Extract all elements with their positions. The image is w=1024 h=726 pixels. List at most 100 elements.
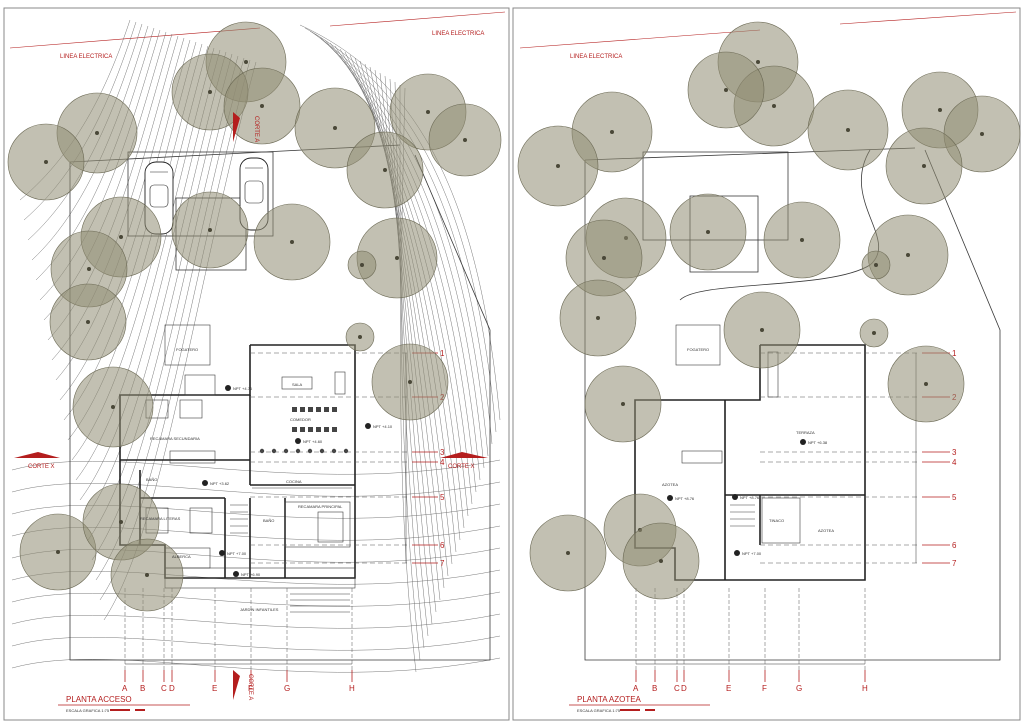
tree-trunk	[756, 60, 760, 64]
dining-chairs	[259, 407, 349, 454]
contour-line	[11, 613, 501, 629]
grid-column-label: H	[349, 684, 355, 693]
tree-trunk	[621, 402, 625, 406]
tree-trunk	[596, 316, 600, 320]
room-label-bano: BAÑO	[263, 518, 274, 523]
tree-trunk	[360, 263, 364, 267]
tree-trunk	[772, 104, 776, 108]
tree-trunk	[800, 238, 804, 242]
svg-text:NPT +6.38: NPT +6.38	[808, 440, 828, 445]
section-mark-corte-x-right: CORTE X	[440, 452, 488, 470]
grid-column-label: B	[652, 684, 657, 693]
tree-trunk	[938, 108, 942, 112]
car-right	[239, 157, 269, 231]
tree-trunk	[333, 126, 337, 130]
dining-chair	[316, 427, 321, 432]
room-label-comedor: COMEDOR	[290, 417, 311, 422]
tree-trunk	[659, 559, 663, 563]
dining-chair	[292, 427, 297, 432]
svg-text:CORTE A: CORTE A	[247, 674, 253, 700]
stool	[343, 448, 349, 454]
dining-chair	[324, 427, 329, 432]
contour-line	[11, 503, 501, 519]
trees-layer	[7, 21, 1021, 612]
tree-trunk	[463, 138, 467, 142]
grid-row-label: 4	[952, 458, 957, 467]
tree-trunk	[244, 60, 248, 64]
tree-trunk	[556, 164, 560, 168]
svg-text:CORTE X: CORTE X	[448, 464, 475, 470]
dining-chair	[292, 407, 297, 412]
dining-chair	[300, 427, 305, 432]
dining-chair	[324, 407, 329, 412]
right-sheet-border	[512, 7, 1021, 721]
contour-line	[11, 591, 501, 607]
scale-bar	[620, 709, 640, 711]
room-label-recamara-secundaria: RECAMARA SECUNDARIA	[150, 436, 200, 441]
svg-text:NPT +3.62: NPT +3.62	[210, 481, 230, 486]
room-label-fogatero: FOGATERO	[176, 347, 198, 352]
grid-column-label: A	[122, 684, 128, 693]
grid-row-label: 1	[952, 349, 957, 358]
tree-trunk	[706, 230, 710, 234]
stool	[283, 448, 289, 454]
grid-row-label: 6	[952, 541, 957, 550]
grid-row-label: 1	[440, 349, 445, 358]
svg-text:NPT +8.76: NPT +8.76	[740, 495, 760, 500]
tree-trunk	[208, 90, 212, 94]
contour-line	[359, 60, 453, 565]
tree-trunk	[426, 110, 430, 114]
sheet-title-left: PLANTA ACCESO	[66, 695, 132, 704]
svg-text:NPT +7.00: NPT +7.00	[742, 551, 762, 556]
scale-bar	[135, 709, 145, 711]
stool	[331, 448, 337, 454]
contour-line	[11, 459, 501, 475]
room-label-fogatero: FOGATERO	[687, 347, 709, 352]
power-line-left	[9, 27, 261, 49]
room-label-sala: SALA	[292, 382, 303, 387]
tree-trunk	[760, 328, 764, 332]
tree-trunk	[980, 132, 984, 136]
contour-line	[304, 27, 497, 433]
room-label-azotea: AZOTEA	[818, 528, 834, 533]
scale-bar	[645, 709, 655, 711]
tree-trunk	[208, 228, 212, 232]
left-sheet-border	[3, 7, 510, 721]
grid-column-label: E	[212, 684, 217, 693]
tree-trunk	[290, 240, 294, 244]
grid-column-label: G	[796, 684, 802, 693]
tree-trunk	[874, 263, 878, 267]
grid-row-label: 6	[440, 541, 445, 550]
power-line-label: LINEA ELECTRICA	[570, 54, 622, 60]
tree-trunk	[260, 104, 264, 108]
grid-row-label: 3	[952, 448, 957, 457]
tree-trunk	[906, 253, 910, 257]
contour-line	[11, 657, 501, 673]
dining-chair	[316, 407, 321, 412]
room-label-recamara-literas: RECAMARA LITERAS	[140, 516, 181, 521]
grid-row-label: 5	[952, 493, 957, 502]
dining-chair	[332, 427, 337, 432]
contour-line	[11, 635, 501, 651]
grid-row-label: 3	[440, 448, 445, 457]
tree-trunk	[145, 573, 149, 577]
tree-trunk	[395, 256, 399, 260]
power-line-label: LINEA ELECTRICA	[432, 31, 484, 37]
svg-text:NPT +7.00: NPT +7.00	[227, 551, 247, 556]
dining-chair	[308, 427, 313, 432]
grid-column-label: C	[161, 684, 167, 693]
power-line-right	[519, 29, 761, 49]
tree-trunk	[566, 551, 570, 555]
section-mark-corte-x-left: CORTE X	[14, 452, 60, 470]
sheet-title-right: PLANTA AZOTEA	[577, 695, 642, 704]
dining-chair	[300, 407, 305, 412]
grid-row-label: 4	[440, 458, 445, 467]
tree-trunk	[111, 405, 115, 409]
tree-trunk	[56, 550, 60, 554]
tree-trunk	[922, 164, 926, 168]
level-markers-right: NPT +6.38 NPT +8.76 NPT +8.76 NPT +7.00	[667, 439, 828, 556]
tree-trunk	[87, 267, 91, 271]
level-markers-left: NPT +4.76 NPT +4.10 NPT +4.60 NPT +3.62 …	[202, 385, 393, 577]
tree-trunk	[95, 131, 99, 135]
